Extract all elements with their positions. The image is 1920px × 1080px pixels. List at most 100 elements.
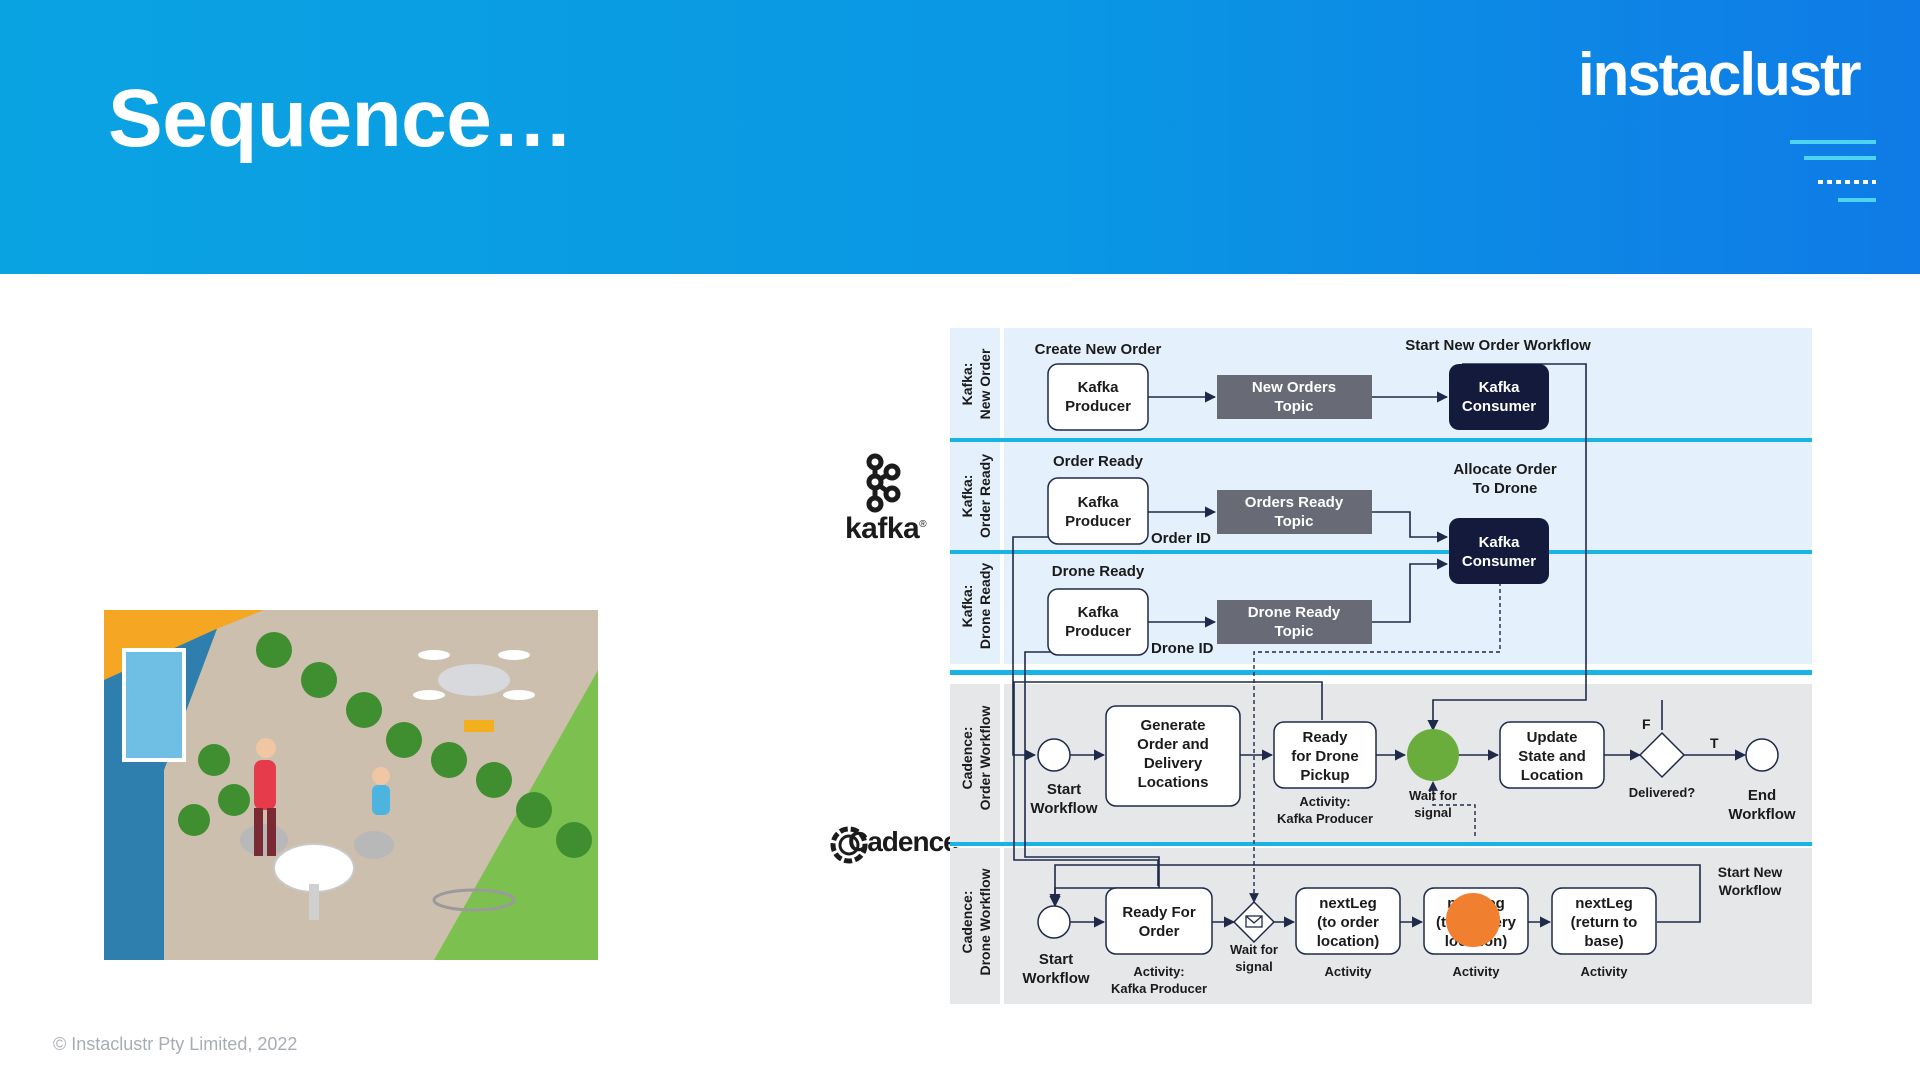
kafka-consumer-new-order bbox=[1449, 364, 1549, 430]
drone-position-token bbox=[1446, 893, 1500, 947]
drone-delivery-illustration bbox=[104, 610, 598, 960]
node-caption: signal bbox=[1235, 959, 1273, 974]
slide-title: Sequence… bbox=[108, 73, 573, 164]
end-event-order bbox=[1745, 738, 1779, 772]
svg-text:Kafka:New Order: Kafka:New Order bbox=[959, 348, 993, 419]
node-label: Kafka bbox=[1078, 604, 1120, 621]
node-label: Pickup bbox=[1300, 767, 1349, 784]
node-caption: Activity bbox=[1453, 964, 1501, 979]
label-allocate-order: Allocate Order bbox=[1453, 461, 1557, 478]
wait-signal-drone bbox=[1232, 900, 1276, 944]
label-create-new-order: Create New Order bbox=[1035, 341, 1162, 358]
svg-text:Cadence:Drone Workflow: Cadence:Drone Workflow bbox=[959, 868, 993, 975]
label-drone-ready: Drone Ready bbox=[1052, 563, 1145, 580]
node-label: Topic bbox=[1275, 398, 1314, 415]
start-event-drone bbox=[1037, 905, 1071, 939]
lane-title: Drone Ready bbox=[977, 563, 993, 650]
node-label: nextLeg bbox=[1319, 895, 1377, 912]
footer-copyright: © Instaclustr Pty Limited, 2022 bbox=[53, 1034, 298, 1054]
task-ready-for-pickup bbox=[1273, 721, 1377, 789]
lane-title: Cadence: bbox=[959, 890, 975, 953]
node-label: Producer bbox=[1065, 398, 1131, 415]
svg-text:Cadence:Order Workflow: Cadence:Order Workflow bbox=[959, 706, 993, 811]
label-start-new-order-workflow: Start New Order Workflow bbox=[1405, 337, 1591, 354]
node-label: End bbox=[1748, 787, 1776, 804]
node-label: Drone Ready bbox=[1248, 604, 1341, 621]
label-order-id: Order ID bbox=[1151, 530, 1211, 547]
task-next-leg-order bbox=[1295, 887, 1401, 955]
node-label: Topic bbox=[1275, 513, 1314, 530]
node-label: location) bbox=[1317, 933, 1380, 950]
task-update-state bbox=[1499, 721, 1605, 789]
lane-title: Drone Workflow bbox=[977, 868, 993, 975]
node-label: Delivery bbox=[1144, 755, 1203, 772]
node-label: Locations bbox=[1138, 774, 1209, 791]
task-next-leg-base bbox=[1551, 887, 1657, 955]
kafka-consumer-allocate bbox=[1449, 518, 1549, 584]
cadence-logo-icon bbox=[830, 826, 868, 864]
lane-order-workflow bbox=[950, 684, 1812, 844]
kafka-wordmark: kafka® bbox=[845, 512, 927, 545]
node-label: Update bbox=[1527, 729, 1578, 746]
node-label: Workflow bbox=[1022, 970, 1090, 987]
node-label: Ready bbox=[1302, 729, 1348, 746]
gateway-false-label: F bbox=[1642, 716, 1651, 732]
node-label: Topic bbox=[1275, 623, 1314, 640]
label-drone-id: Drone ID bbox=[1151, 640, 1214, 657]
node-label: for Drone bbox=[1291, 748, 1359, 765]
node-caption: signal bbox=[1414, 805, 1452, 820]
lane-title: Order Ready bbox=[977, 454, 993, 538]
label-order-ready: Order Ready bbox=[1053, 453, 1144, 470]
workflow-diagram: Kafka:New Order Kafka:Order Ready Kafka:… bbox=[950, 328, 1812, 1004]
node-label: Generate bbox=[1140, 717, 1205, 734]
node-caption: Wait for bbox=[1230, 942, 1278, 957]
task-ready-for-order bbox=[1105, 887, 1213, 955]
svg-text:Activity:Kafka Producer: Activity: Kafka Producer bbox=[1111, 964, 1207, 996]
node-label: base) bbox=[1584, 933, 1623, 950]
node-caption: Activity bbox=[1581, 964, 1629, 979]
lane-title: Cadence: bbox=[959, 726, 975, 789]
node-label: Start bbox=[1039, 951, 1073, 968]
topic-orders-ready bbox=[1217, 490, 1372, 534]
wait-signal-order-active bbox=[1407, 729, 1459, 781]
topic-drone-ready bbox=[1217, 600, 1372, 644]
task-generate-order bbox=[1105, 705, 1241, 807]
label-start-new-workflow: Workflow bbox=[1719, 882, 1782, 898]
brand-logo: instaclustr bbox=[1578, 41, 1861, 108]
lane-title: Kafka: bbox=[959, 363, 975, 406]
envelope-icon bbox=[1245, 915, 1263, 928]
node-label: Order bbox=[1139, 923, 1180, 940]
node-caption: Activity bbox=[1325, 964, 1373, 979]
node-label: Location bbox=[1521, 767, 1584, 784]
node-label: State and bbox=[1518, 748, 1586, 765]
cadence-wordmark: Cadence bbox=[848, 826, 959, 857]
node-label: Workflow bbox=[1728, 806, 1796, 823]
node-label: Kafka bbox=[1078, 494, 1120, 511]
node-label: (to order bbox=[1317, 914, 1379, 931]
node-caption: Kafka Producer bbox=[1111, 981, 1207, 996]
node-label: Consumer bbox=[1462, 553, 1536, 570]
topic-new-orders bbox=[1217, 375, 1372, 419]
gateway-label: Delivered? bbox=[1629, 785, 1696, 800]
node-caption: Activity: bbox=[1133, 964, 1184, 979]
node-caption: Wait for bbox=[1409, 788, 1457, 803]
lane-title: Order Workflow bbox=[977, 706, 993, 811]
node-label: Producer bbox=[1065, 623, 1131, 640]
node-label: Kafka bbox=[1479, 534, 1521, 551]
lane-title: Kafka: bbox=[959, 475, 975, 518]
node-label: Orders Ready bbox=[1245, 494, 1344, 511]
gateway-true-label: T bbox=[1710, 735, 1719, 751]
